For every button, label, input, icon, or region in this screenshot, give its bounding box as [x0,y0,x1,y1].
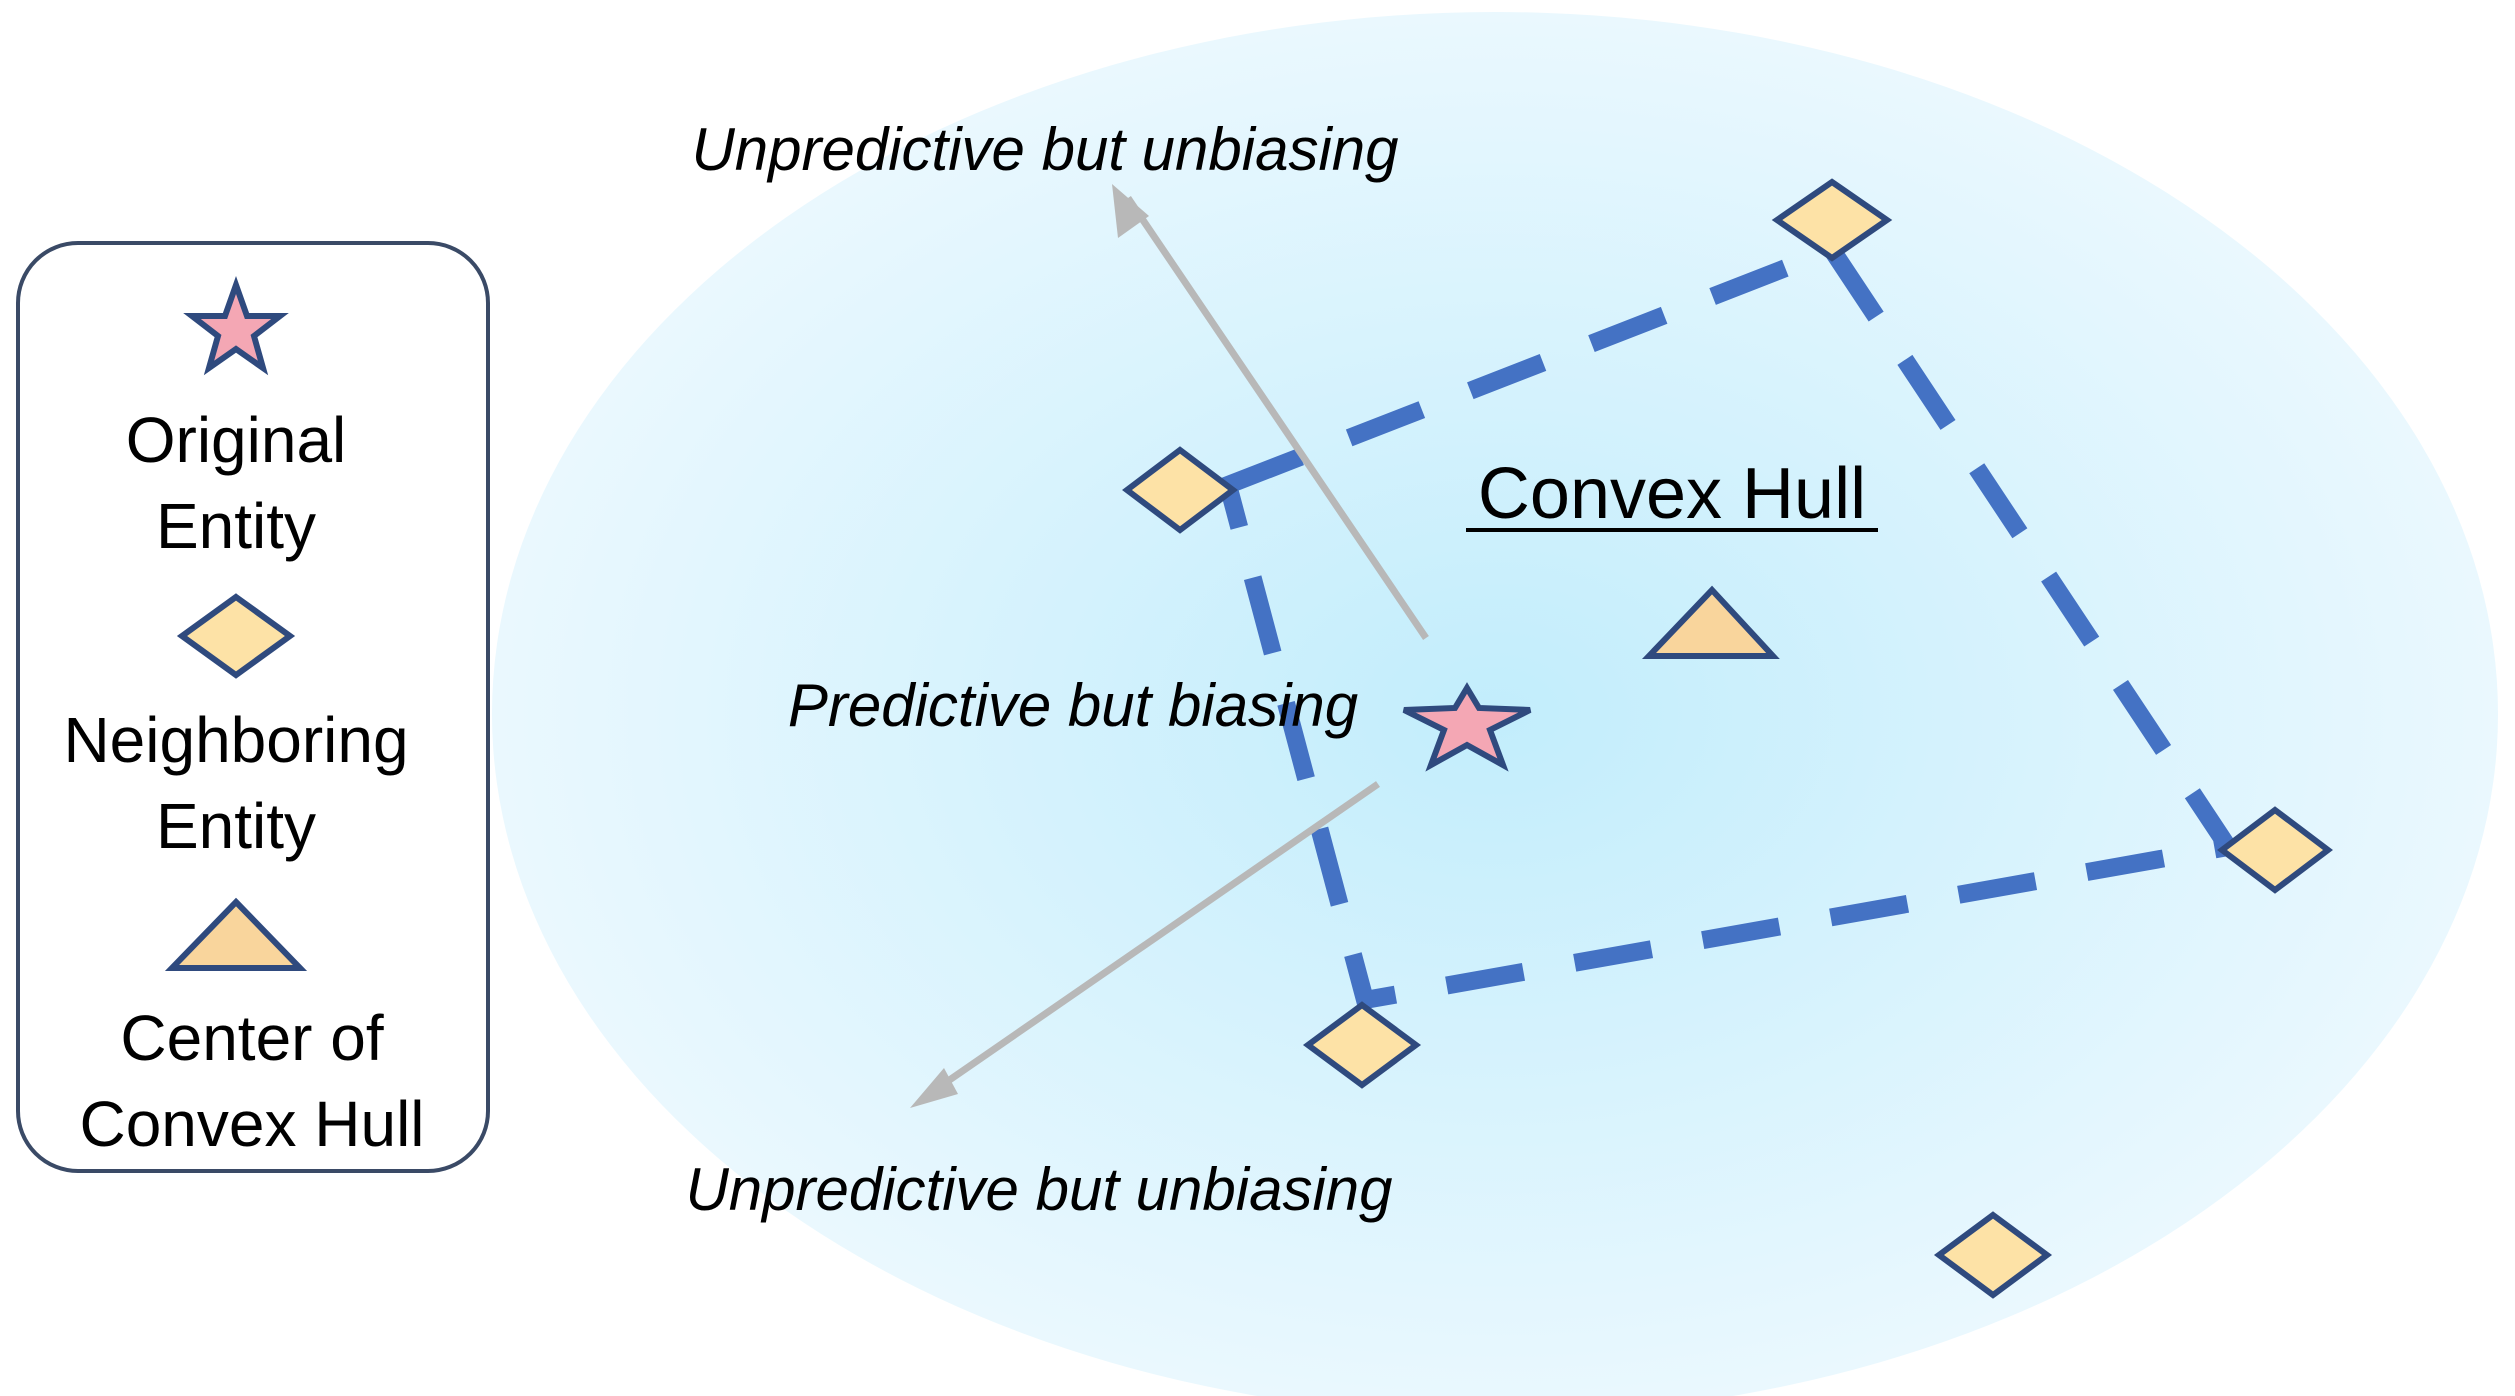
legend-label-neighboring-line1: Neighboring [63,704,408,776]
legend-box [16,241,490,1173]
diamond-icon [176,593,296,679]
center-label: Predictive but biasing [788,672,1358,739]
legend-label-original-line1: Original [126,404,347,476]
neighbor-diamond [1771,178,1893,262]
neighbor-diamond [1933,1211,2053,1299]
neighbor-diamond [1122,446,1238,534]
star-icon [183,276,289,376]
arrow-down-unbiasing [933,781,1380,1093]
arrow-down-label: Unpredictive but unbiasing [685,1156,1392,1223]
arrow-up-head [1112,184,1149,238]
legend-label-original-line2: Entity [156,490,316,562]
arrow-up-unbiasing [1125,196,1429,640]
legend-label-neighboring-line2: Entity [156,790,316,862]
convex-hull-title: Convex Hull [1478,454,1866,534]
legend-label-center-line2: Convex Hull [79,1088,424,1160]
original-entity-star [1402,682,1532,772]
neighbor-diamond [2217,806,2333,894]
hull-center-triangle [1641,585,1780,659]
neighbor-diamond [1302,1001,1422,1089]
arrow-up-label: Unpredictive but unbiasing [691,116,1398,183]
legend: Original Entity Neighboring Entity Cente… [16,241,490,1173]
legend-label-center-line1: Center of [120,1002,383,1074]
arrow-down-head [910,1068,958,1108]
triangle-icon [164,897,308,971]
